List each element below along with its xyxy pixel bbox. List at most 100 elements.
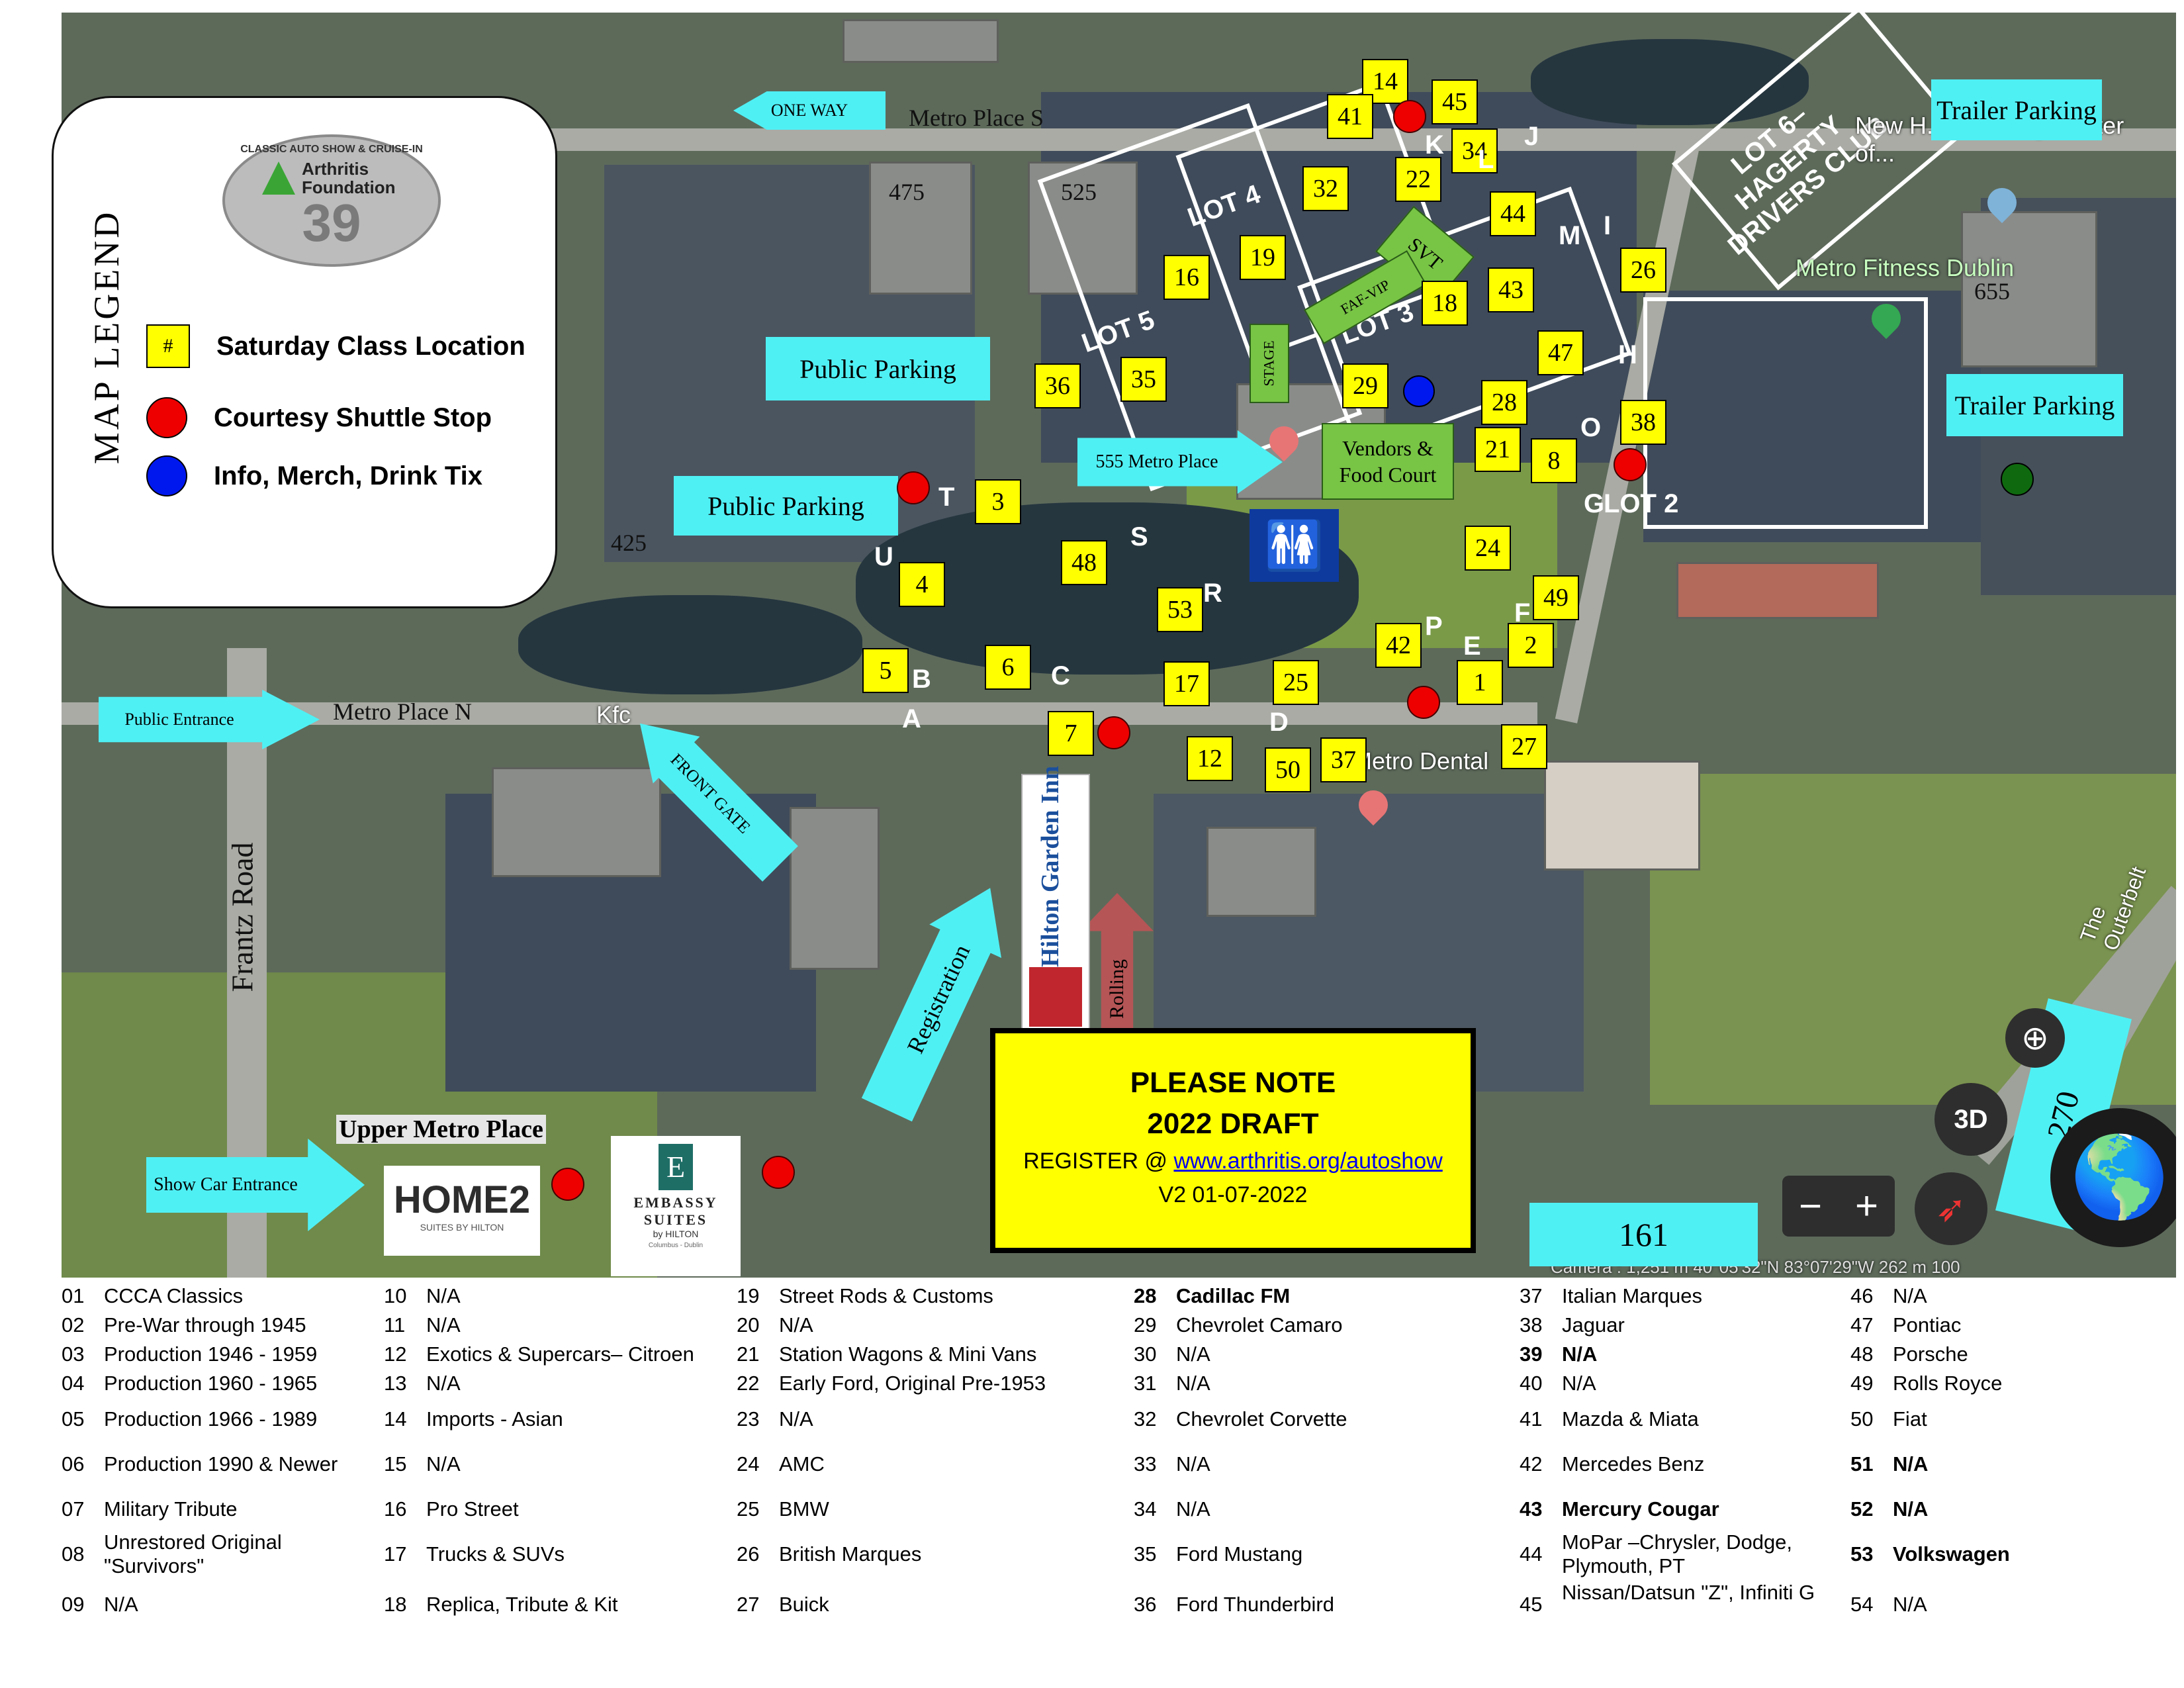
- site-map[interactable]: LOT 4 LOT 5 LOT 3 LOT 2 LOT 6– HAGERTY D…: [62, 13, 2176, 1278]
- lot-2-label: LOT 2: [1604, 489, 1679, 518]
- class-number: 11: [384, 1313, 406, 1336]
- shuttle-stop[interactable]: [1407, 686, 1440, 719]
- marker-R: R: [1203, 579, 1222, 608]
- class-box-43[interactable]: 43: [1488, 267, 1534, 312]
- class-box-42[interactable]: 42: [1375, 623, 1422, 668]
- legend-info-label: Info, Merch, Drink Tix: [214, 461, 482, 491]
- class-box-44[interactable]: 44: [1490, 191, 1536, 236]
- class-box-8[interactable]: 8: [1531, 438, 1577, 483]
- building: [1206, 827, 1316, 917]
- class-label: N/A: [426, 1372, 461, 1395]
- class-box-48[interactable]: 48: [1061, 540, 1107, 585]
- class-box-7[interactable]: 7: [1048, 711, 1094, 756]
- class-box-26[interactable]: 26: [1620, 248, 1666, 293]
- rolling-arrow: Rolling: [1081, 893, 1154, 1045]
- zoom-out-button[interactable]: −: [1798, 1184, 1823, 1228]
- class-number: 53: [1850, 1542, 1874, 1566]
- building-475: [869, 162, 972, 295]
- class-box-41[interactable]: 41: [1327, 94, 1373, 139]
- info-merch-point[interactable]: [1403, 375, 1435, 407]
- legend-shuttle-swatch: [146, 397, 187, 438]
- class-box-34[interactable]: 34: [1451, 128, 1498, 173]
- class-number: 02: [62, 1313, 85, 1336]
- shuttle-stop[interactable]: [551, 1168, 584, 1201]
- class-box-2[interactable]: 2: [1508, 623, 1554, 668]
- globe-icon[interactable]: 🌎: [2050, 1108, 2176, 1247]
- class-label: Chevrolet Corvette: [1176, 1407, 1347, 1430]
- crosshair-icon[interactable]: ⊕: [2005, 1008, 2065, 1068]
- class-box-53[interactable]: 53: [1157, 587, 1203, 632]
- shuttle-stop[interactable]: [1097, 716, 1130, 749]
- class-number: 45: [1520, 1593, 1543, 1616]
- legend-shuttle-label: Courtesy Shuttle Stop: [214, 402, 492, 432]
- restroom-icon: 🚻: [1250, 509, 1339, 582]
- class-number: 01: [62, 1284, 85, 1307]
- class-label: Production 1990 & Newer: [104, 1452, 338, 1476]
- building-number: 525: [1061, 179, 1097, 205]
- compass-icon[interactable]: ➶: [1915, 1172, 1987, 1245]
- shuttle-stop[interactable]: [897, 471, 930, 504]
- class-number: 31: [1134, 1372, 1157, 1395]
- marker-M: M: [1559, 221, 1581, 250]
- class-box-47[interactable]: 47: [1537, 330, 1584, 375]
- class-number: 50: [1850, 1407, 1874, 1430]
- class-box-27[interactable]: 27: [1501, 724, 1547, 769]
- class-box-32[interactable]: 32: [1302, 166, 1349, 211]
- note-line1: PLEASE NOTE: [1130, 1066, 1336, 1099]
- marker-B: B: [912, 665, 931, 694]
- class-box-18[interactable]: 18: [1422, 281, 1468, 326]
- class-label: N/A: [426, 1313, 461, 1336]
- class-number: 03: [62, 1342, 85, 1366]
- class-box-22[interactable]: 22: [1395, 157, 1441, 202]
- class-box-45[interactable]: 45: [1432, 79, 1478, 124]
- class-box-1[interactable]: 1: [1457, 660, 1503, 705]
- pond: [1531, 39, 1809, 125]
- register-link[interactable]: www.arthritis.org/autoshow: [1173, 1149, 1443, 1174]
- class-box-50[interactable]: 50: [1265, 747, 1311, 792]
- marker-J: J: [1524, 122, 1539, 151]
- zoom-in-button[interactable]: +: [1854, 1184, 1879, 1228]
- shuttle-stop[interactable]: [1614, 448, 1647, 481]
- class-label: Cadillac FM: [1176, 1284, 1291, 1307]
- class-label: N/A: [1562, 1342, 1598, 1366]
- class-box-4[interactable]: 4: [899, 562, 945, 607]
- please-note-box: PLEASE NOTE 2022 DRAFT REGISTER @ www.ar…: [990, 1028, 1476, 1253]
- shuttle-stop[interactable]: [762, 1156, 795, 1189]
- metro-555-arrow: 555 Metro Place: [1077, 430, 1283, 494]
- class-label: Mazda & Miata: [1562, 1407, 1699, 1430]
- class-box-49[interactable]: 49: [1533, 575, 1579, 620]
- class-number: 54: [1850, 1593, 1874, 1616]
- class-box-35[interactable]: 35: [1120, 357, 1167, 402]
- class-label: Mercury Cougar: [1562, 1497, 1719, 1521]
- class-box-17[interactable]: 17: [1163, 661, 1210, 706]
- class-box-5[interactable]: 5: [862, 648, 909, 693]
- class-box-36[interactable]: 36: [1034, 363, 1081, 408]
- class-number: 30: [1134, 1342, 1157, 1366]
- building: [1544, 761, 1700, 870]
- class-label: Unrestored Original "Survivors": [104, 1530, 282, 1577]
- class-box-12[interactable]: 12: [1187, 736, 1233, 781]
- class-box-25[interactable]: 25: [1273, 660, 1319, 705]
- class-number: 20: [737, 1313, 760, 1336]
- class-box-24[interactable]: 24: [1465, 526, 1511, 571]
- class-box-3[interactable]: 3: [975, 479, 1021, 524]
- class-box-19[interactable]: 19: [1240, 235, 1286, 280]
- class-number: 51: [1850, 1452, 1874, 1476]
- class-box-29[interactable]: 29: [1342, 363, 1388, 408]
- class-box-37[interactable]: 37: [1320, 737, 1367, 782]
- class-number: 24: [737, 1452, 760, 1476]
- 3d-button[interactable]: 3D: [1934, 1083, 2007, 1156]
- street-frantz-road: Frantz Road: [225, 842, 259, 992]
- zoom-control: − +: [1782, 1176, 1895, 1237]
- class-box-38[interactable]: 38: [1620, 400, 1666, 445]
- class-box-16[interactable]: 16: [1163, 255, 1210, 300]
- class-label: N/A: [426, 1284, 461, 1307]
- class-box-21[interactable]: 21: [1475, 427, 1521, 472]
- class-number: 08: [62, 1542, 85, 1566]
- shuttle-stop[interactable]: [1393, 100, 1426, 133]
- street-upper-metro-place: Upper Metro Place: [336, 1115, 546, 1144]
- class-box-28[interactable]: 28: [1481, 380, 1527, 425]
- class-box-6[interactable]: 6: [985, 645, 1031, 690]
- class-label: AMC: [779, 1452, 825, 1476]
- class-label: N/A: [1176, 1452, 1210, 1476]
